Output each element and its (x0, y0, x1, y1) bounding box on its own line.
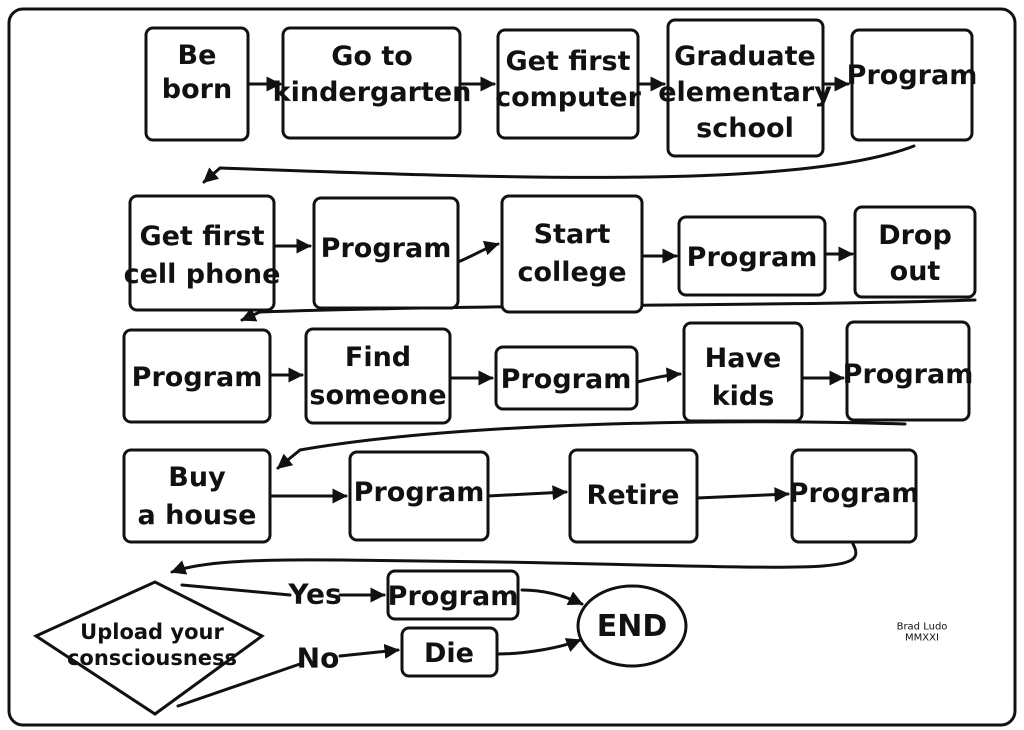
label-line: Brad Ludo (897, 621, 948, 632)
label-line: Program (847, 60, 978, 91)
box-be-born (144, 26, 250, 142)
label-graduate: Graduate elementary school (658, 41, 832, 144)
box-program-4 (122, 328, 272, 424)
label-line: Program (843, 359, 974, 390)
box-program-5 (494, 345, 639, 411)
box-buy-house (122, 448, 272, 544)
label-first-computer: Get first computer (495, 46, 641, 113)
label-line: kindergarten (273, 77, 472, 108)
label-line: kids (712, 381, 775, 412)
label-line: someone (309, 380, 446, 411)
label-program-8: Program (789, 478, 920, 509)
label-line: Upload your (80, 620, 224, 644)
label-line: school (696, 113, 794, 144)
box-program-3 (677, 215, 827, 297)
label-line: Drop (878, 220, 952, 251)
label-line: cell phone (124, 259, 281, 290)
label-line: Program (321, 233, 452, 264)
label-program-4: Program (132, 362, 263, 393)
label-program-5: Program (501, 364, 632, 395)
label-line: elementary (658, 77, 832, 108)
box-program-8 (790, 448, 918, 544)
label-line: Program (132, 362, 263, 393)
box-kindergarten (281, 26, 462, 140)
label-line: Die (424, 638, 474, 669)
connectors (170, 76, 977, 708)
label-program-2: Program (321, 233, 452, 264)
label-retire: Retire (587, 480, 680, 511)
label-line: consciousness (67, 646, 237, 670)
box-first-computer (496, 28, 640, 140)
label-line: born (162, 74, 232, 105)
label-line: MMXXI (905, 632, 939, 643)
box-cell-phone (128, 194, 276, 312)
box-college (500, 194, 644, 314)
end-terminal (576, 584, 688, 668)
label-line: Buy (168, 462, 226, 493)
label-program-final: Program (388, 581, 519, 612)
outer-frame (7, 7, 1017, 727)
box-program-7 (348, 450, 490, 542)
label-line: Graduate (674, 41, 816, 72)
label-line: Program (789, 478, 920, 509)
label-line: END (597, 609, 668, 644)
label-line: college (517, 257, 626, 288)
label-program-6: Program (843, 359, 974, 390)
box-program-final (386, 569, 520, 621)
label-line: Go to (331, 41, 413, 72)
label-program-1: Program (847, 60, 978, 91)
branch-yes-label: Yes (287, 578, 341, 611)
box-program-1 (850, 28, 974, 142)
box-have-kids (682, 321, 804, 423)
label-end: END (597, 609, 668, 644)
label-line: Start (534, 219, 611, 250)
label-line: Retire (587, 480, 680, 511)
label-have-kids: Have kids (705, 343, 782, 412)
label-buy-house: Buy a house (138, 462, 257, 531)
label-line: Be (178, 40, 217, 71)
label-program-7: Program (354, 477, 485, 508)
label-line: Get first (139, 221, 264, 252)
label-line: Have (705, 343, 782, 374)
label-line: a house (138, 500, 257, 531)
label-line: Find (345, 342, 411, 373)
box-retire (568, 448, 699, 544)
label-line: out (890, 256, 941, 287)
label-college: Start college (517, 219, 626, 288)
box-drop-out (853, 205, 977, 299)
label-kindergarten: Go to kindergarten (273, 41, 472, 108)
box-program-6 (845, 320, 971, 422)
label-program-3: Program (687, 242, 818, 273)
box-graduate (666, 18, 825, 158)
decision-diamond (32, 580, 265, 716)
label-cell-phone: Get first cell phone (124, 221, 281, 290)
box-shapes (32, 18, 977, 716)
label-find-someone: Find someone (309, 342, 446, 411)
label-die: Die (424, 638, 474, 669)
branch-no-label: No (297, 642, 340, 675)
label-line: Program (388, 581, 519, 612)
box-die (400, 626, 499, 678)
label-line: Program (687, 242, 818, 273)
label-line: Get first (505, 46, 630, 77)
box-program-2 (312, 196, 460, 310)
box-find-someone (304, 327, 452, 425)
label-drop-out: Drop out (878, 220, 952, 287)
label-line: Program (354, 477, 485, 508)
label-line: computer (495, 82, 641, 113)
label-line: Program (501, 364, 632, 395)
